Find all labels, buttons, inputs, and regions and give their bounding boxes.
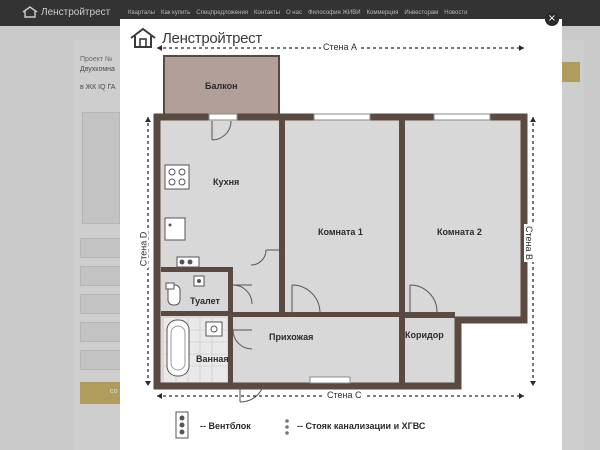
house-logo-icon (22, 6, 38, 18)
house-logo-icon (130, 27, 156, 48)
nav-item[interactable]: О нас (285, 10, 302, 16)
door-toilet (232, 284, 253, 305)
wall-kitchen-bottom (161, 267, 230, 272)
ventblock-legend-icon (175, 411, 189, 439)
room-label-room2: Комната 2 (437, 227, 482, 237)
wall-c-label: Стена C (325, 390, 364, 400)
bathtub-icon (166, 319, 190, 377)
room-label-toilet: Туалет (190, 296, 220, 306)
entrance-door-frame (309, 376, 351, 384)
kitchen-riser-icon (176, 256, 200, 268)
room-label-kitchen: Кухня (213, 177, 240, 187)
legend-ventblock: -- Вентблок (200, 421, 251, 431)
room-label-bathroom: Ванная (196, 354, 229, 364)
wall-corridor-top (405, 312, 455, 318)
nav-item[interactable]: Кварталы (128, 10, 155, 16)
site-logo-text: Ленстройтрест (41, 6, 111, 18)
nav-item[interactable]: Инвесторам (404, 10, 439, 16)
bg-apartment-label: Двухкомна (80, 66, 115, 73)
nav-item[interactable]: Философия ЖИВИ (307, 10, 361, 16)
nav-item[interactable]: Спецпредложения (196, 10, 249, 16)
window-kitchen (208, 113, 238, 121)
door-balcony (211, 120, 232, 141)
wall-a-label: Стена A (321, 42, 360, 52)
bg-complex-label: в ЖК IQ ГА (80, 84, 116, 91)
wall-bath-hall (228, 267, 233, 386)
wall-corridor-left (399, 312, 405, 386)
windows (208, 113, 491, 384)
bg-plan-thumbnail (82, 112, 120, 224)
balcony-area (164, 56, 279, 116)
room-label-hallway: Прихожая (269, 332, 314, 342)
wall-d-label: Стена D (138, 229, 149, 269)
wall-hall-top (233, 312, 399, 317)
interior-walls (161, 117, 455, 386)
window-room1 (313, 113, 371, 121)
kitchen-sink-icon (164, 217, 186, 241)
window-room2 (433, 113, 491, 121)
stove-icon (164, 164, 190, 190)
bg-submit-label: со (110, 388, 118, 395)
wall-b-label: Стена B (524, 223, 535, 263)
nav-item[interactable]: Как купить (161, 10, 191, 16)
legend-riser: -- Стояк канализации и ХГВС (297, 421, 426, 431)
modal-logo-text: Ленстройтрест (162, 29, 262, 47)
close-icon[interactable]: × (545, 12, 559, 26)
door-entrance (239, 382, 265, 403)
room-label-corridor: Коридор (405, 330, 444, 340)
bath-sink-icon (205, 321, 223, 337)
dimension-arrows (145, 45, 536, 399)
apartment-floor (157, 117, 524, 386)
room-label-room1: Комната 1 (318, 227, 363, 237)
wall-kitchen-room1 (279, 117, 285, 317)
bg-side-button[interactable] (562, 62, 580, 82)
room-label-balcony: Балкон (205, 81, 238, 91)
bg-submit-button[interactable]: со (80, 382, 120, 404)
modal-logo: Ленстройтрест (129, 27, 262, 49)
outer-wall (153, 113, 528, 390)
nav-item[interactable]: Новости (444, 10, 468, 16)
door-bath (232, 329, 253, 350)
riser-legend-icon (285, 419, 289, 435)
door-kitchen (250, 249, 281, 266)
bg-project-label: Проект № (80, 56, 113, 63)
door-room1 (291, 284, 321, 314)
wall-toilet-bath (161, 311, 229, 316)
wall-room1-room2 (399, 117, 405, 317)
doors (211, 120, 438, 403)
nav-item[interactable]: Коммерция (366, 10, 399, 16)
site-logo[interactable]: Ленстройтрест (22, 6, 110, 18)
site-nav: Кварталы Как купить Спецпредложения Конт… (128, 0, 473, 26)
toilet-icon (165, 282, 181, 306)
toilet-riser-icon (193, 275, 205, 287)
nav-item[interactable]: Контакты (254, 10, 280, 16)
door-room2 (409, 284, 438, 314)
